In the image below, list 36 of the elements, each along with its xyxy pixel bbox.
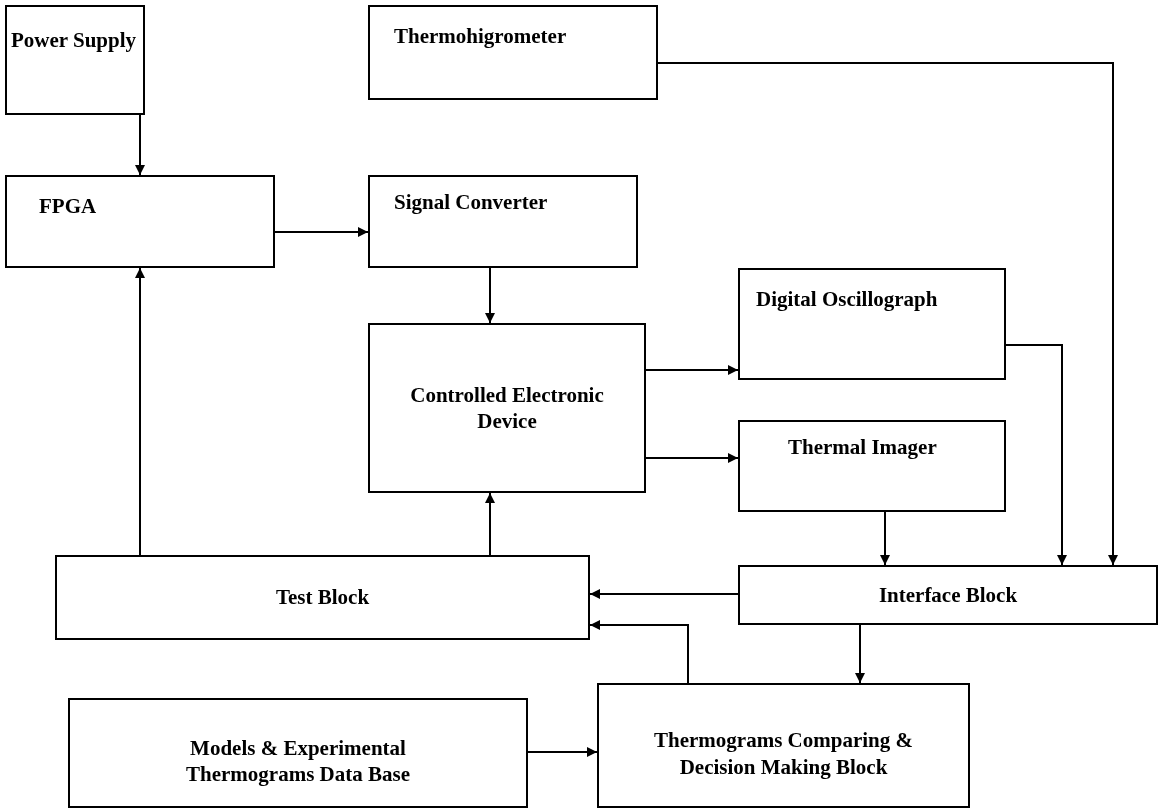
box-label: Test Block <box>275 584 370 611</box>
box-label: Power Supply <box>11 27 137 54</box>
process-box <box>368 323 646 493</box>
arrow <box>485 267 495 324</box>
box-label: Controlled Electronic Device <box>409 381 605 435</box>
arrow <box>880 511 890 566</box>
process-box <box>738 565 1158 625</box>
arrow <box>135 114 145 176</box>
arrow <box>589 620 689 684</box>
box-label: Thermal Imager <box>788 434 937 461</box>
arrow <box>135 267 145 556</box>
process-box <box>597 683 970 808</box>
box-label: FPGA <box>39 193 97 220</box>
arrow <box>485 492 495 556</box>
arrow <box>657 62 1118 566</box>
process-box <box>5 5 145 115</box>
process-box <box>55 555 590 640</box>
process-box <box>5 175 275 268</box>
process-box <box>368 175 638 268</box>
process-box <box>68 698 528 808</box>
box-label: Thermohigrometer <box>394 23 567 50</box>
box-label: Models & Experimental Thermograms Data Base <box>185 734 411 788</box>
arrow <box>1005 344 1067 566</box>
arrow <box>855 624 865 684</box>
process-box <box>368 5 658 100</box>
box-label: Digital Oscillograph <box>756 286 938 313</box>
box-label: Interface Block <box>878 581 1018 609</box>
box-label: Signal Converter <box>394 189 548 216</box>
arrow <box>274 227 369 237</box>
process-box <box>738 420 1006 512</box>
process-box <box>738 268 1006 380</box>
arrow <box>645 453 739 463</box>
arrow <box>527 747 598 757</box>
arrow <box>645 365 739 375</box>
box-label: Thermograms Comparing & Decision Making Block <box>653 727 914 780</box>
arrow <box>589 589 739 599</box>
